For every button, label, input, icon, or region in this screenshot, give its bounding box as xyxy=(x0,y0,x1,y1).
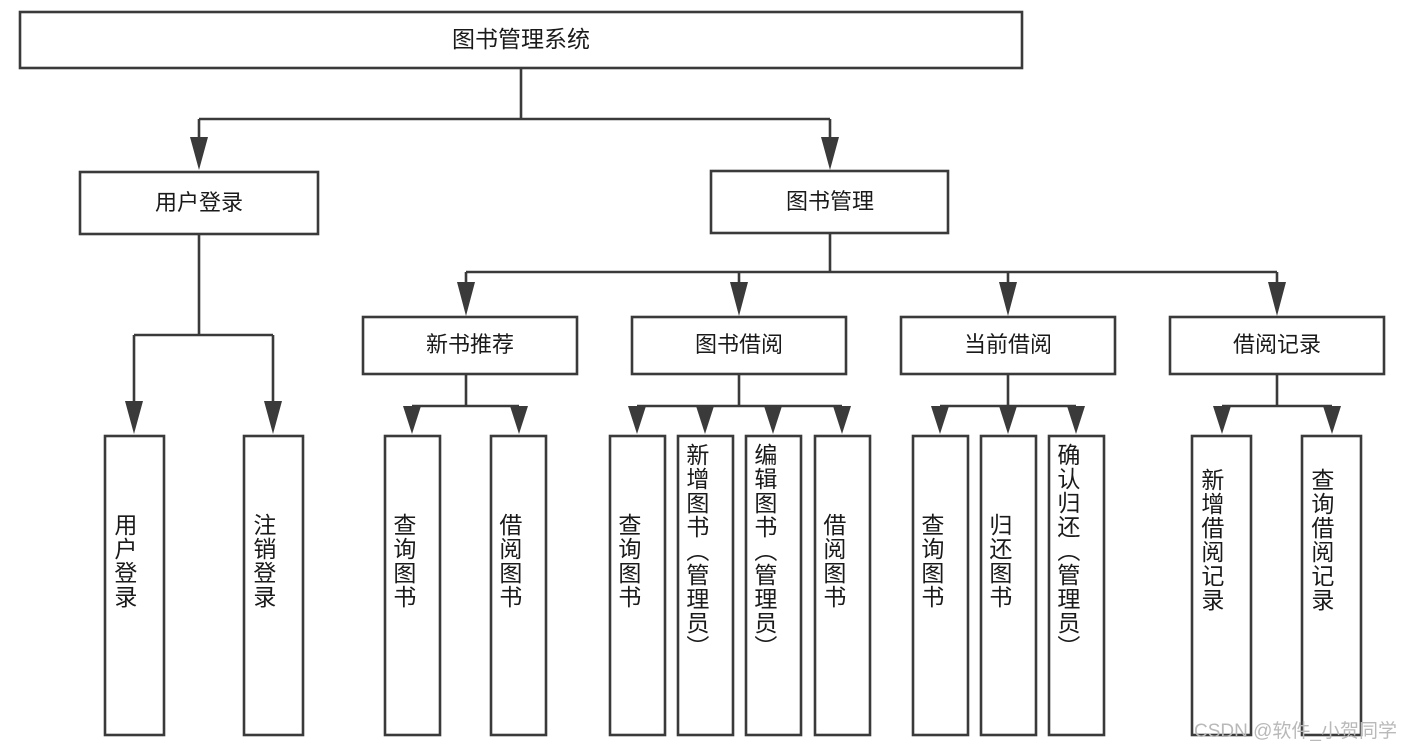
leaf-box-book-borrow-3[interactable] xyxy=(813,434,872,737)
leaf-box-current-borrow-0[interactable] xyxy=(911,434,970,737)
node-new-book-rec-label: 新书推荐 xyxy=(426,332,514,357)
leaf-box-borrow-record-0[interactable] xyxy=(1190,434,1253,737)
node-user-login[interactable]: 用户登录 xyxy=(78,170,320,236)
arrow-head-leaf-user-login-0 xyxy=(125,401,143,434)
leaf-box-current-borrow-1[interactable] xyxy=(979,434,1038,737)
node-root-box[interactable] xyxy=(18,10,1024,70)
node-root[interactable]: 图书管理系统 xyxy=(18,10,1024,70)
node-new-book-rec[interactable]: 新书推荐 xyxy=(361,315,579,376)
arrow-head-leaf-book-borrow-3 xyxy=(833,406,851,434)
arrow-head-leaf-user-login-1 xyxy=(264,401,282,434)
node-book-borrow-label: 图书借阅 xyxy=(695,332,783,357)
arrow-head-user-login xyxy=(190,137,208,170)
node-borrow-record-box[interactable] xyxy=(1168,315,1386,376)
leaf-box-book-borrow-1[interactable] xyxy=(676,434,735,737)
node-user-login-box[interactable] xyxy=(78,170,320,236)
node-root-label: 图书管理系统 xyxy=(452,26,590,52)
node-book-mgmt-box[interactable] xyxy=(709,169,950,235)
leaf-box-user-login-0[interactable] xyxy=(103,434,166,737)
arrow-head-leaf-current-borrow-1 xyxy=(999,406,1017,434)
node-book-mgmt-label: 图书管理 xyxy=(786,189,874,214)
node-current-borrow[interactable]: 当前借阅 xyxy=(899,315,1117,376)
node-book-mgmt[interactable]: 图书管理 xyxy=(709,169,950,235)
arrow-head-book-mgmt xyxy=(821,137,839,170)
arrow-head-leaf-new-book-rec-0 xyxy=(403,406,421,434)
arrow-head-leaf-new-book-rec-1 xyxy=(510,406,528,434)
leaf-box-new-book-rec-0[interactable] xyxy=(383,434,442,737)
leaf-box-book-borrow-0[interactable] xyxy=(608,434,667,737)
arrow-head-book-borrow xyxy=(730,282,748,316)
arrow-head-leaf-current-borrow-2 xyxy=(1067,406,1085,434)
arrow-head-new-book-rec xyxy=(457,282,475,316)
leaf-box-current-borrow-2[interactable] xyxy=(1047,434,1106,737)
leaf-box-new-book-rec-1[interactable] xyxy=(489,434,548,737)
node-current-borrow-box[interactable] xyxy=(899,315,1117,376)
node-borrow-record[interactable]: 借阅记录 xyxy=(1168,315,1386,376)
leaf-box-borrow-record-1[interactable] xyxy=(1300,434,1363,737)
arrow-head-leaf-borrow-record-1 xyxy=(1323,406,1341,434)
arrow-head-leaf-borrow-record-0 xyxy=(1213,406,1231,434)
leaf-box-book-borrow-2[interactable] xyxy=(744,434,803,737)
node-new-book-rec-box[interactable] xyxy=(361,315,579,376)
node-current-borrow-label: 当前借阅 xyxy=(964,332,1052,357)
leaf-box-user-login-1[interactable] xyxy=(242,434,305,737)
node-book-borrow[interactable]: 图书借阅 xyxy=(630,315,848,376)
arrow-head-leaf-book-borrow-0 xyxy=(628,406,646,434)
node-user-login-label: 用户登录 xyxy=(155,190,243,215)
arrow-head-leaf-book-borrow-1 xyxy=(696,406,714,434)
connector-group xyxy=(125,68,1341,434)
arrow-head-leaf-current-borrow-0 xyxy=(931,406,949,434)
arrow-head-leaf-book-borrow-2 xyxy=(764,406,782,434)
arrow-head-current-borrow xyxy=(999,282,1017,316)
node-borrow-record-label: 借阅记录 xyxy=(1233,332,1321,357)
arrow-head-borrow-record xyxy=(1268,282,1286,316)
node-book-borrow-box[interactable] xyxy=(630,315,848,376)
